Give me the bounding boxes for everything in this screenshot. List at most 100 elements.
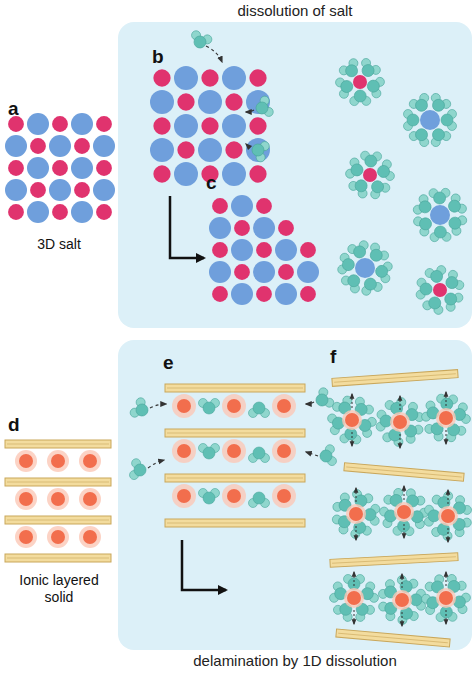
- ion-glow: [342, 410, 362, 430]
- ion-glow: [15, 450, 37, 472]
- layer-sheet: [336, 629, 450, 647]
- water-molecule: [129, 396, 153, 422]
- water-molecule: [249, 492, 270, 508]
- sodium-ion: [212, 286, 228, 302]
- water-molecule: [249, 402, 270, 418]
- swelling-arrow: [352, 394, 353, 408]
- oxygen-atom: [376, 164, 391, 179]
- oxygen-atom: [250, 142, 265, 157]
- sodium-ion: [52, 116, 68, 132]
- oxygen-atom: [407, 114, 419, 126]
- swelling-arrow: [356, 526, 357, 540]
- anion: [420, 110, 440, 130]
- swelling-arrow: [446, 572, 447, 586]
- sodium-ion: [225, 93, 242, 110]
- oxygen-atom: [429, 269, 444, 284]
- hydrated-ion: [412, 188, 469, 241]
- layer-sheet: [5, 440, 111, 448]
- cation: [177, 444, 191, 458]
- ion-glow: [390, 412, 410, 432]
- caption: Ionic layered solid: [4, 572, 114, 606]
- chloride-ion: [150, 90, 174, 114]
- hydrated-ion: [331, 488, 380, 540]
- panel-letter: f: [330, 346, 336, 368]
- ion-glow: [346, 504, 366, 524]
- ion-glow: [172, 439, 196, 463]
- panel-heading: delamination by 1D dissolution: [118, 652, 472, 669]
- layer-sheet: [5, 478, 111, 486]
- oxygen-atom: [134, 402, 150, 418]
- layer-sheet: [165, 384, 305, 392]
- chloride-ion: [209, 261, 231, 283]
- water-molecule: [430, 226, 451, 242]
- chloride-ion: [71, 113, 93, 135]
- oxygen-atom: [420, 283, 433, 296]
- ion-glow: [438, 506, 458, 526]
- hydrated-ion: [416, 265, 466, 316]
- cation: [441, 509, 455, 523]
- ion-glow: [222, 439, 246, 463]
- cation: [83, 530, 97, 544]
- interlayer-gap: [6, 524, 110, 554]
- chloride-ion: [198, 138, 222, 162]
- water-molecule: [318, 444, 337, 467]
- ion-glow: [222, 394, 246, 418]
- sodium-ion: [278, 264, 294, 280]
- sodium-ion: [256, 242, 272, 258]
- layer-sheet: [332, 370, 458, 387]
- layer-line: [7, 558, 109, 559]
- sodium-ion: [300, 242, 316, 258]
- chloride-ion: [27, 201, 49, 223]
- layer-line: [334, 374, 456, 383]
- sodium-ion: [30, 182, 46, 198]
- oxygen-atom: [433, 192, 445, 204]
- swelling-arrow: [400, 396, 401, 410]
- ion-glow: [436, 588, 456, 608]
- oxygen-atom: [192, 34, 207, 49]
- swelling-arrow: [446, 610, 447, 624]
- chloride-ion: [231, 195, 253, 217]
- approach-arrow: [306, 452, 318, 456]
- layer-line: [338, 633, 448, 643]
- sodium-ion: [212, 242, 228, 258]
- panel-ground: [118, 340, 472, 650]
- sodium-ion: [177, 141, 194, 158]
- cation: [277, 399, 291, 413]
- oxygen-atom: [354, 90, 366, 102]
- water-molecule: [365, 74, 386, 99]
- chloride-ion: [49, 135, 71, 157]
- cation: [433, 283, 447, 297]
- sodium-ion: [177, 93, 194, 110]
- sodium-ion: [8, 204, 24, 220]
- sodium-ion: [234, 220, 250, 236]
- oxygen-atom: [203, 402, 215, 414]
- swelling-arrow: [354, 572, 355, 586]
- chloride-ion: [198, 90, 222, 114]
- water-molecule: [312, 386, 336, 412]
- cation: [19, 454, 33, 468]
- sodium-ion: [153, 117, 170, 134]
- chloride-ion: [27, 113, 49, 135]
- swelling-arrow: [448, 490, 449, 504]
- water-molecule: [429, 188, 450, 204]
- chloride-ion: [231, 239, 253, 261]
- cation: [177, 489, 191, 503]
- cation: [227, 444, 241, 458]
- interlayer-gap: [6, 486, 110, 516]
- sodium-ion: [249, 165, 266, 182]
- sodium-ion: [96, 204, 112, 220]
- sodium-ion: [278, 220, 294, 236]
- chloride-ion: [5, 179, 27, 201]
- chloride-ion: [297, 261, 319, 283]
- chloride-ion: [231, 283, 253, 305]
- sodium-ion: [256, 286, 272, 302]
- water-molecule: [360, 151, 382, 168]
- water-molecule: [253, 95, 275, 120]
- layer-line: [7, 444, 109, 445]
- cation: [51, 492, 65, 506]
- oxygen-atom: [254, 100, 269, 115]
- oxygen-atom: [314, 392, 330, 408]
- chloride-ion: [222, 162, 246, 186]
- chloride-ion: [27, 157, 49, 179]
- sodium-ion: [234, 264, 250, 280]
